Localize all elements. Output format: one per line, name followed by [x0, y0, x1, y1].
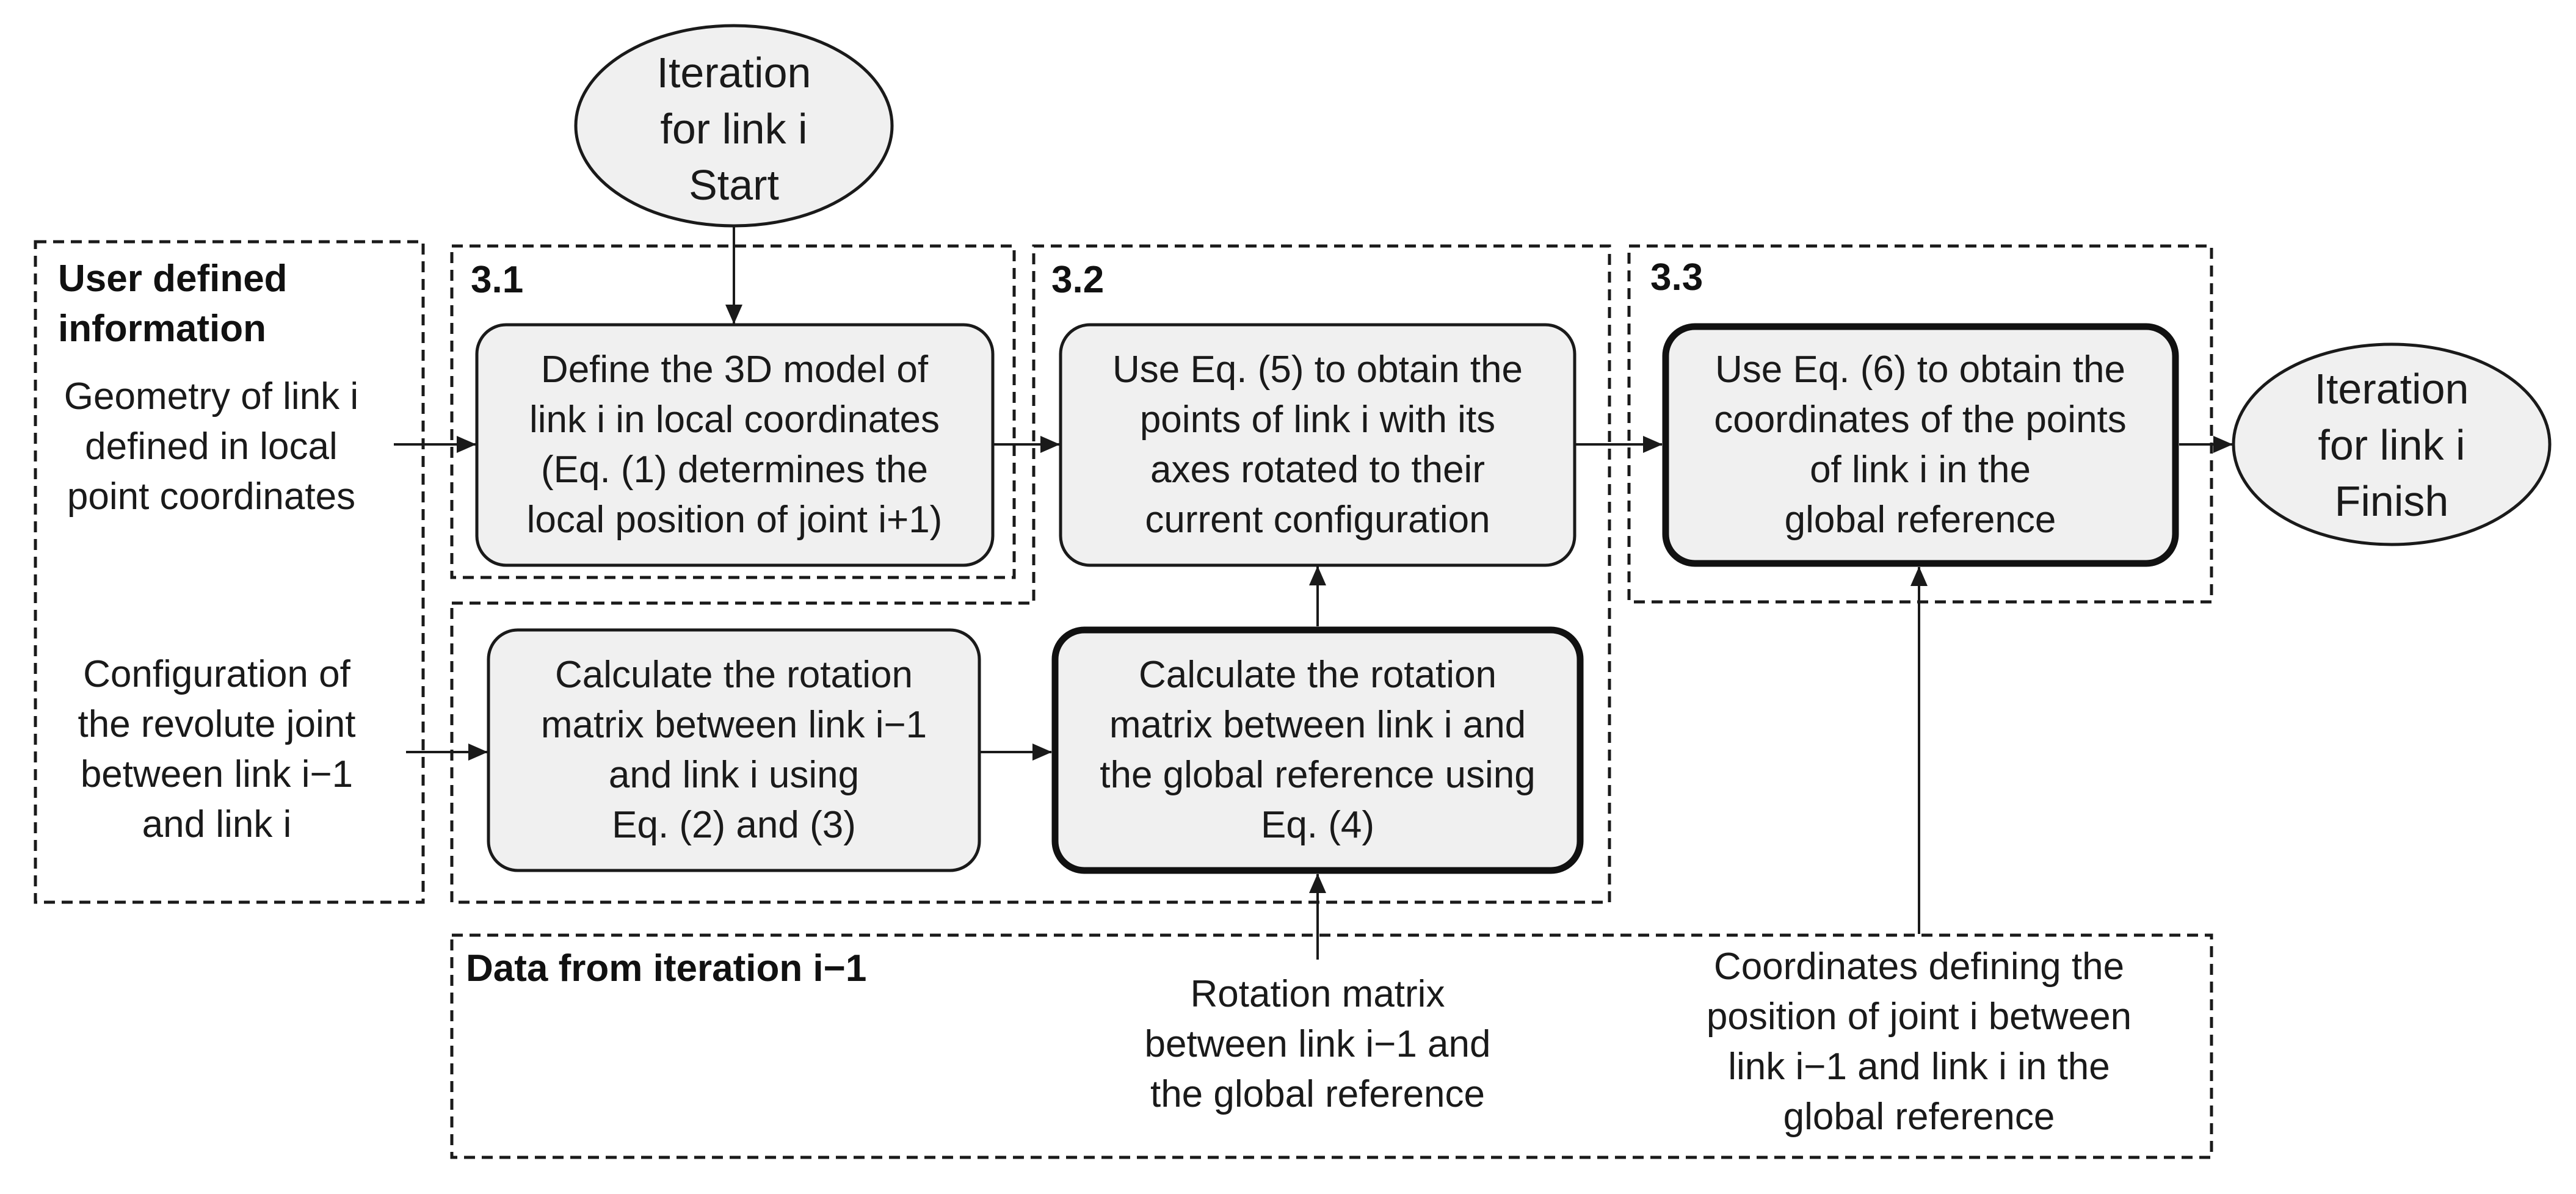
finish-node-line-2: for link i — [2318, 421, 2465, 469]
configuration-line-1: Configuration of — [83, 653, 350, 695]
section-3-1-label: 3.1 — [471, 259, 523, 301]
finish-node — [2232, 342, 2552, 546]
start-node-line-1: Iteration — [657, 49, 811, 96]
previous-iteration-title: Data from iteration i−1 — [466, 947, 866, 990]
global-coordinates-line-1: Use Eq. (6) to obtain the — [1715, 349, 2125, 391]
start-node-line-3: Start — [689, 161, 779, 209]
rotate-axes-line-4: current configuration — [1145, 499, 1490, 541]
define-3d-model-line-1: Define the 3D model of — [541, 349, 929, 391]
configuration-line-4: and link i — [142, 803, 292, 845]
prev-rotation-line-1: Rotation matrix — [1191, 973, 1445, 1015]
global-rotation-line-3: the global reference using — [1100, 754, 1535, 796]
user-defined-title-line-2: information — [58, 308, 266, 350]
global-coordinates-box — [1662, 323, 2179, 567]
define-3d-model-line-3: (Eq. (1) determines the — [541, 449, 928, 491]
global-rotation-line-1: Calculate the rotation — [1139, 654, 1497, 696]
prev-rotation-line-2: between link i−1 and — [1144, 1023, 1490, 1065]
rotation-matrix-box — [487, 628, 981, 872]
prev-coordinates-line-3: link i−1 and link i in the — [1728, 1046, 2110, 1088]
finish-node-line-1: Iteration — [2315, 365, 2469, 413]
rotation-matrix-line-1: Calculate the rotation — [555, 654, 913, 696]
previous-iteration-section — [450, 933, 2213, 1159]
prev-coordinates-line-1: Coordinates defining the — [1714, 946, 2124, 988]
user-defined-section — [34, 240, 425, 904]
global-coordinates-line-4: global reference — [1785, 499, 2056, 541]
section-3-3-label: 3.3 — [1650, 256, 1703, 298]
define-3d-model-line-4: local position of joint i+1) — [527, 499, 943, 541]
section-3-1-container — [450, 244, 1016, 579]
section-3-1-lower-container — [450, 244, 1611, 904]
rotate-axes-line-2: points of link i with its — [1140, 399, 1495, 441]
prev-coordinates-line-2: position of joint i between — [1707, 996, 2132, 1038]
geometry-line-2: defined in local — [85, 425, 338, 468]
prev-coordinates-line-4: global reference — [1783, 1096, 2055, 1138]
rotation-matrix-line-2: matrix between link i−1 — [541, 704, 927, 746]
geometry-line-1: Geometry of link i — [64, 375, 358, 418]
define-3d-model-line-2: link i in local coordinates — [529, 399, 940, 441]
finish-node-line-3: Finish — [2335, 477, 2449, 525]
rotate-axes-line-3: axes rotated to their — [1150, 449, 1485, 491]
rotation-matrix-line-3: and link i using — [609, 754, 859, 796]
configuration-line-3: between link i−1 — [81, 753, 353, 795]
global-rotation-box — [1051, 626, 1584, 874]
global-coordinates-line-3: of link i in the — [1810, 449, 2031, 491]
rotation-matrix-line-4: Eq. (2) and (3) — [612, 804, 856, 846]
global-rotation-line-2: matrix between link i and — [1109, 704, 1526, 746]
user-defined-title-line-1: User defined — [58, 258, 288, 300]
section-3-2-label: 3.2 — [1051, 259, 1104, 301]
geometry-line-3: point coordinates — [67, 476, 355, 518]
start-node-line-2: for link i — [660, 105, 807, 153]
global-rotation-line-4: Eq. (4) — [1261, 804, 1374, 846]
global-coordinates-line-2: coordinates of the points — [1714, 399, 2127, 441]
configuration-line-2: the revolute joint — [78, 703, 356, 745]
prev-rotation-line-3: the global reference — [1150, 1073, 1485, 1115]
rotate-axes-line-1: Use Eq. (5) to obtain the — [1112, 349, 1523, 391]
